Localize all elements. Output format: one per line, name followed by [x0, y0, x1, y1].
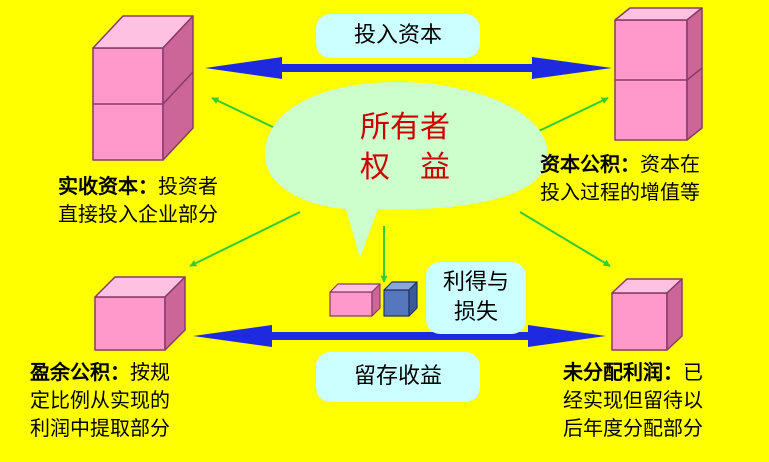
top-double-arrow: [205, 57, 612, 79]
cube-stack-paid-in: [92, 15, 194, 161]
callout-text-middle-line1: 利得与: [442, 270, 509, 295]
center-title-line1: 所有者: [360, 110, 450, 145]
arrow-center-to-undistributed-profit: [519, 211, 611, 267]
center-ellipse: [264, 82, 549, 258]
label-paid-in-line1: 投资者: [158, 174, 218, 198]
label-surplus-reserve-line3: 利润中提取部分: [30, 416, 170, 440]
cube-small-pink: [329, 283, 381, 317]
callout-text-top: 投入资本: [353, 23, 442, 48]
callout-text-bottom: 留存收益: [353, 364, 442, 389]
label-capital-reserve: 资本公积：资本在 投入过程的增值等: [540, 150, 700, 206]
label-undistributed-profit-line2: 经实现但留待以: [563, 388, 703, 412]
cube-undistributed-profit: [611, 278, 683, 351]
callout-box-top: [316, 14, 480, 58]
label-capital-reserve-line2: 投入过程的增值等: [540, 180, 700, 204]
label-paid-in-capital: 实收资本：投资者 直接投入企业部分: [58, 172, 218, 228]
center-title-line2: 权 益: [360, 150, 450, 185]
callout-text-middle-line2: 损失: [453, 300, 498, 325]
label-undistributed-profit: 未分配利润：已 经实现但留待以 后年度分配部分: [563, 358, 703, 442]
label-surplus-reserve-line2: 定比例从实现的: [30, 388, 170, 412]
label-undistributed-profit-line1: 已: [683, 360, 703, 384]
label-surplus-reserve-line1: 按规: [130, 360, 170, 384]
callout-text-middle: 利得与 损失: [426, 268, 526, 328]
label-undistributed-profit-title: 未分配利润：: [563, 360, 683, 384]
label-capital-reserve-title: 资本公积：: [540, 152, 640, 176]
arrow-center-to-surplus-reserve: [189, 211, 301, 267]
label-undistributed-profit-line3: 后年度分配部分: [563, 416, 703, 440]
callout-box-bottom: [316, 352, 480, 402]
cube-surplus-reserve: [94, 276, 186, 351]
label-paid-in-line2: 直接投入企业部分: [58, 202, 218, 226]
label-paid-in-title: 实收资本：: [58, 174, 158, 198]
callout-box-middle: [426, 262, 526, 334]
label-surplus-reserve: 盈余公积：按规 定比例从实现的 利润中提取部分: [30, 358, 170, 442]
cube-small-blue: [383, 281, 418, 317]
label-capital-reserve-line1: 资本在: [640, 152, 700, 176]
bottom-double-arrow: [193, 325, 606, 347]
label-surplus-reserve-title: 盈余公积：: [30, 360, 130, 384]
cube-stack-capital-reserve: [614, 7, 703, 141]
center-title: 所有者 权 益: [300, 108, 510, 188]
